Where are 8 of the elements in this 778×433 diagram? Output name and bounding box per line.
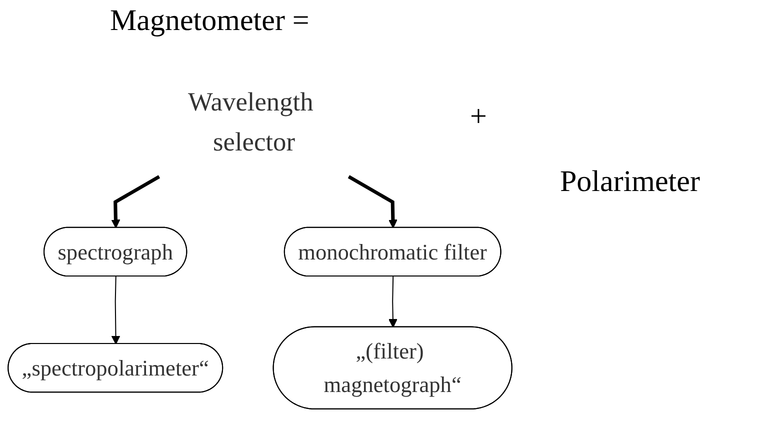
arrow [348,175,398,228]
node-text: Wavelength selector [188,87,314,156]
arrow [388,276,398,328]
plus-sign: + [470,100,487,134]
formula-text: Magnetometer = [110,4,310,38]
formula-text: Polarimeter [560,165,700,199]
arrow [111,175,160,228]
arrow [111,276,120,344]
